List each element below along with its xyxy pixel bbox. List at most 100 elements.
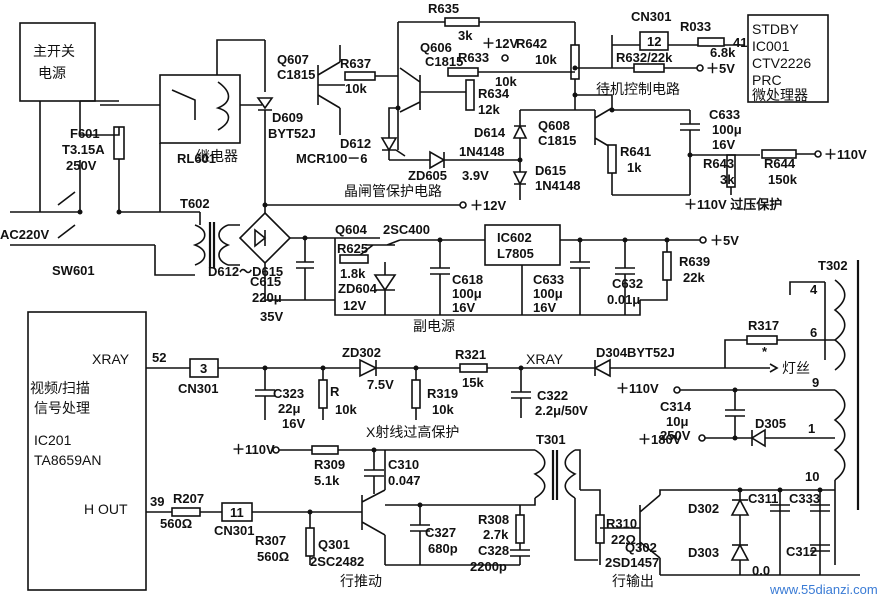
relay-rl601 [159,74,241,144]
c633a-capacitor [680,110,700,140]
relay-text: 继电器 [196,148,238,164]
r633-resistor [447,67,479,77]
r207-value: 560Ω [160,516,192,531]
r319-label: R319 [427,386,458,401]
q302-label: Q302 [625,540,657,555]
c633b-capacitor [570,240,590,315]
xray-prot-label: X射线过高保护 [366,424,459,440]
d614-label: D614 [474,125,506,140]
ic201-block [27,311,147,591]
r637-value: 10k [345,81,367,96]
c633a-label: C633 [709,107,740,122]
r307-value: 560Ω [257,549,289,564]
sub-power-label: 副电源 [413,318,455,334]
c618-label: C618 [452,272,483,287]
c615-value: 220μ [252,290,282,305]
plus12v-label: ＋12V [482,36,518,51]
r642-label: R642 [516,36,547,51]
scr-prot-label: 晶闸管保护电路 [344,183,442,199]
ovp-label: ＋110V 过压保护 [684,197,782,212]
xray2-label: XRAY [526,351,564,367]
sc400-label: 2SC400 [383,222,430,237]
main-switch-block [19,22,96,102]
r317-label: R317 [748,318,779,333]
r207-resistor [171,507,201,517]
pin41-label: 41 [733,35,747,50]
r625-resistor [339,254,369,264]
q607-type: C1815 [277,67,315,82]
r632-resistor [633,63,665,73]
d612-label: D612 [340,136,371,151]
q604-transistor [359,239,485,256]
r635-label: R635 [428,1,459,16]
c327-value: 680p [428,541,458,556]
r307-resistor [305,527,315,557]
ic201-line4: TA8659AN [34,452,101,468]
zd604-zener [373,274,397,292]
plus5v-top: ＋5V [706,61,735,76]
pin39-label: 39 [150,494,164,509]
t302-label: T302 [818,258,848,273]
q608-transistor [575,94,613,195]
r632-label: R632/22k [616,50,673,65]
r634-label: R634 [478,86,510,101]
c311-label: C311 [748,491,778,506]
cn301-mid-label: CN301 [178,381,218,396]
byt52j2-label: BYT52J [627,345,675,360]
r321-value: 15k [462,375,484,390]
d305-label: D305 [755,416,786,431]
r317-star: * [762,344,768,359]
q302-transistor [639,489,835,575]
sw601-contact-1 [57,191,76,206]
t302-winding-top [833,279,846,371]
q606-transistor [399,67,421,113]
d305-diode [750,428,766,448]
junction-dots [77,65,823,515]
r033-value: 6.8k [710,45,736,60]
pin9-label: 9 [812,375,819,390]
c632-value: 0.01μ [607,292,640,307]
r625-value: 1.8k [340,266,366,281]
r317-resistor [746,335,778,345]
cn301-bottom-label: CN301 [214,523,254,538]
stdby-ic-block [747,14,829,103]
f601-voltage: 250V [66,158,97,173]
r-unlabeled: R [330,384,340,399]
c618-value: 100μ [452,286,482,301]
q302-type: 2SD1457 [605,555,659,570]
rl601-label: RL601 [177,151,216,166]
stdby-ic-line5: 微处理器 [752,87,808,103]
in4148a-label: 1N4148 [459,144,505,159]
r207-label: R207 [173,491,204,506]
q606-type: C1815 [425,54,463,69]
pin12-label: 12 [647,34,661,49]
cn301-pin11-box [221,502,253,522]
q301-type: 2SC2482 [310,554,364,569]
pin10-label: 10 [805,469,819,484]
c333-capacitor [810,504,830,512]
plus180v: ＋180V [638,432,682,447]
heater-label: 灯丝 [782,360,810,376]
r644-value: 150k [768,172,798,187]
r310-label: R310 [606,516,637,531]
c323-label: C323 [273,386,304,401]
pin1-label: 1 [808,421,815,436]
c633b-voltage: 16V [533,300,556,315]
r639-resistor [662,251,672,281]
pin52-label: 52 [152,350,166,365]
r639-label: R639 [679,254,710,269]
r633-label: R633 [458,50,489,65]
d304-diode [593,358,611,378]
r643-label: R643 [703,156,734,171]
c323-capacitor [255,368,275,420]
ac220-label: AC220V [0,227,49,242]
r642-resistor [570,44,580,80]
r-10k-resistor [318,379,328,409]
r639-value: 22k [683,270,705,285]
r641-label: R641 [620,144,651,159]
r307-label: R307 [255,533,286,548]
r309-resistor [311,445,339,455]
c322-value: 2.2μ/50V [535,403,588,418]
